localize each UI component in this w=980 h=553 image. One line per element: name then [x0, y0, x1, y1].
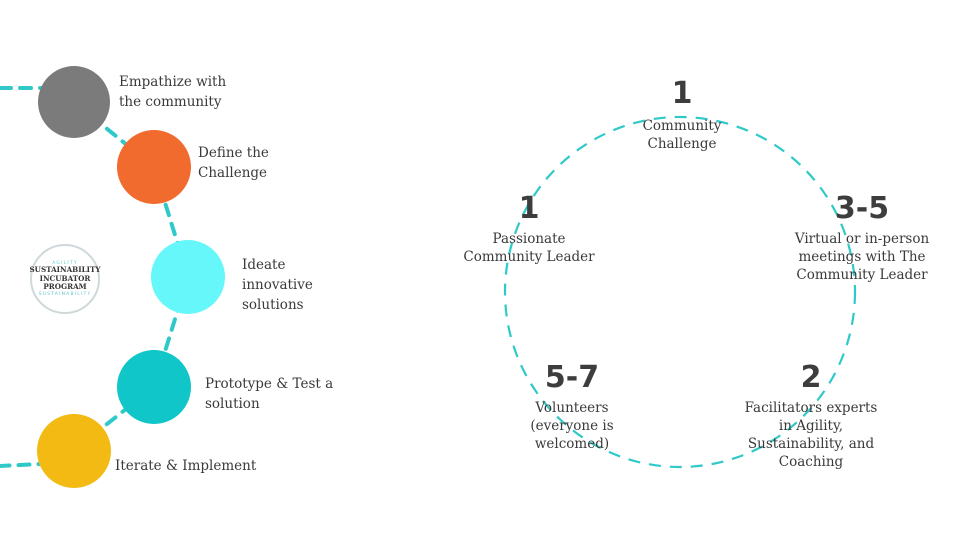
program-logo-badge: AGILITY SUSTAINABILITY INCUBATOR PROGRAM… [29, 244, 101, 314]
stat-number-meetings: 3-5 [834, 191, 890, 226]
logo-arc-bottom: SUSTAINABILITY [38, 291, 92, 297]
stat-number-challenge: 1 [671, 76, 693, 111]
stat-text-facilitators: Facilitators experts in Agility, Sustain… [744, 400, 878, 470]
step-circle-empathize [38, 66, 110, 138]
roles-dashed-circle [503, 115, 857, 469]
stat-text-meetings: Virtual or in-person meetings with The C… [794, 231, 930, 283]
step-circle-iterate [37, 414, 111, 488]
step-circle-ideate [151, 240, 225, 314]
step-label-empathize: Empathize with the community [119, 74, 227, 110]
step-label-prototype: Prototype & Test a solution [205, 376, 334, 412]
step-circle-define [117, 130, 191, 204]
step-circle-prototype [117, 350, 191, 424]
stat-number-leader: 1 [518, 191, 540, 226]
stat-number-volunteers: 5-7 [544, 360, 600, 395]
step-label-iterate: Iterate & Implement [115, 458, 257, 474]
logo-line-2: INCUBATOR [39, 273, 91, 283]
stat-number-facilitators: 2 [800, 360, 822, 395]
step-label-define: Define the Challenge [198, 145, 269, 181]
logo-arc-top: AGILITY [52, 261, 78, 267]
logo-line-3: PROGRAM [43, 282, 87, 292]
stat-text-volunteers: Volunteers (everyone is welcomed) [530, 400, 614, 452]
stat-text-leader: Passionate Community Leader [463, 231, 595, 265]
stat-text-challenge: Community Challenge [642, 118, 722, 152]
logo-line-1: SUSTAINABILITY [29, 265, 101, 275]
step-label-ideate: Ideate innovative solutions [242, 257, 313, 313]
